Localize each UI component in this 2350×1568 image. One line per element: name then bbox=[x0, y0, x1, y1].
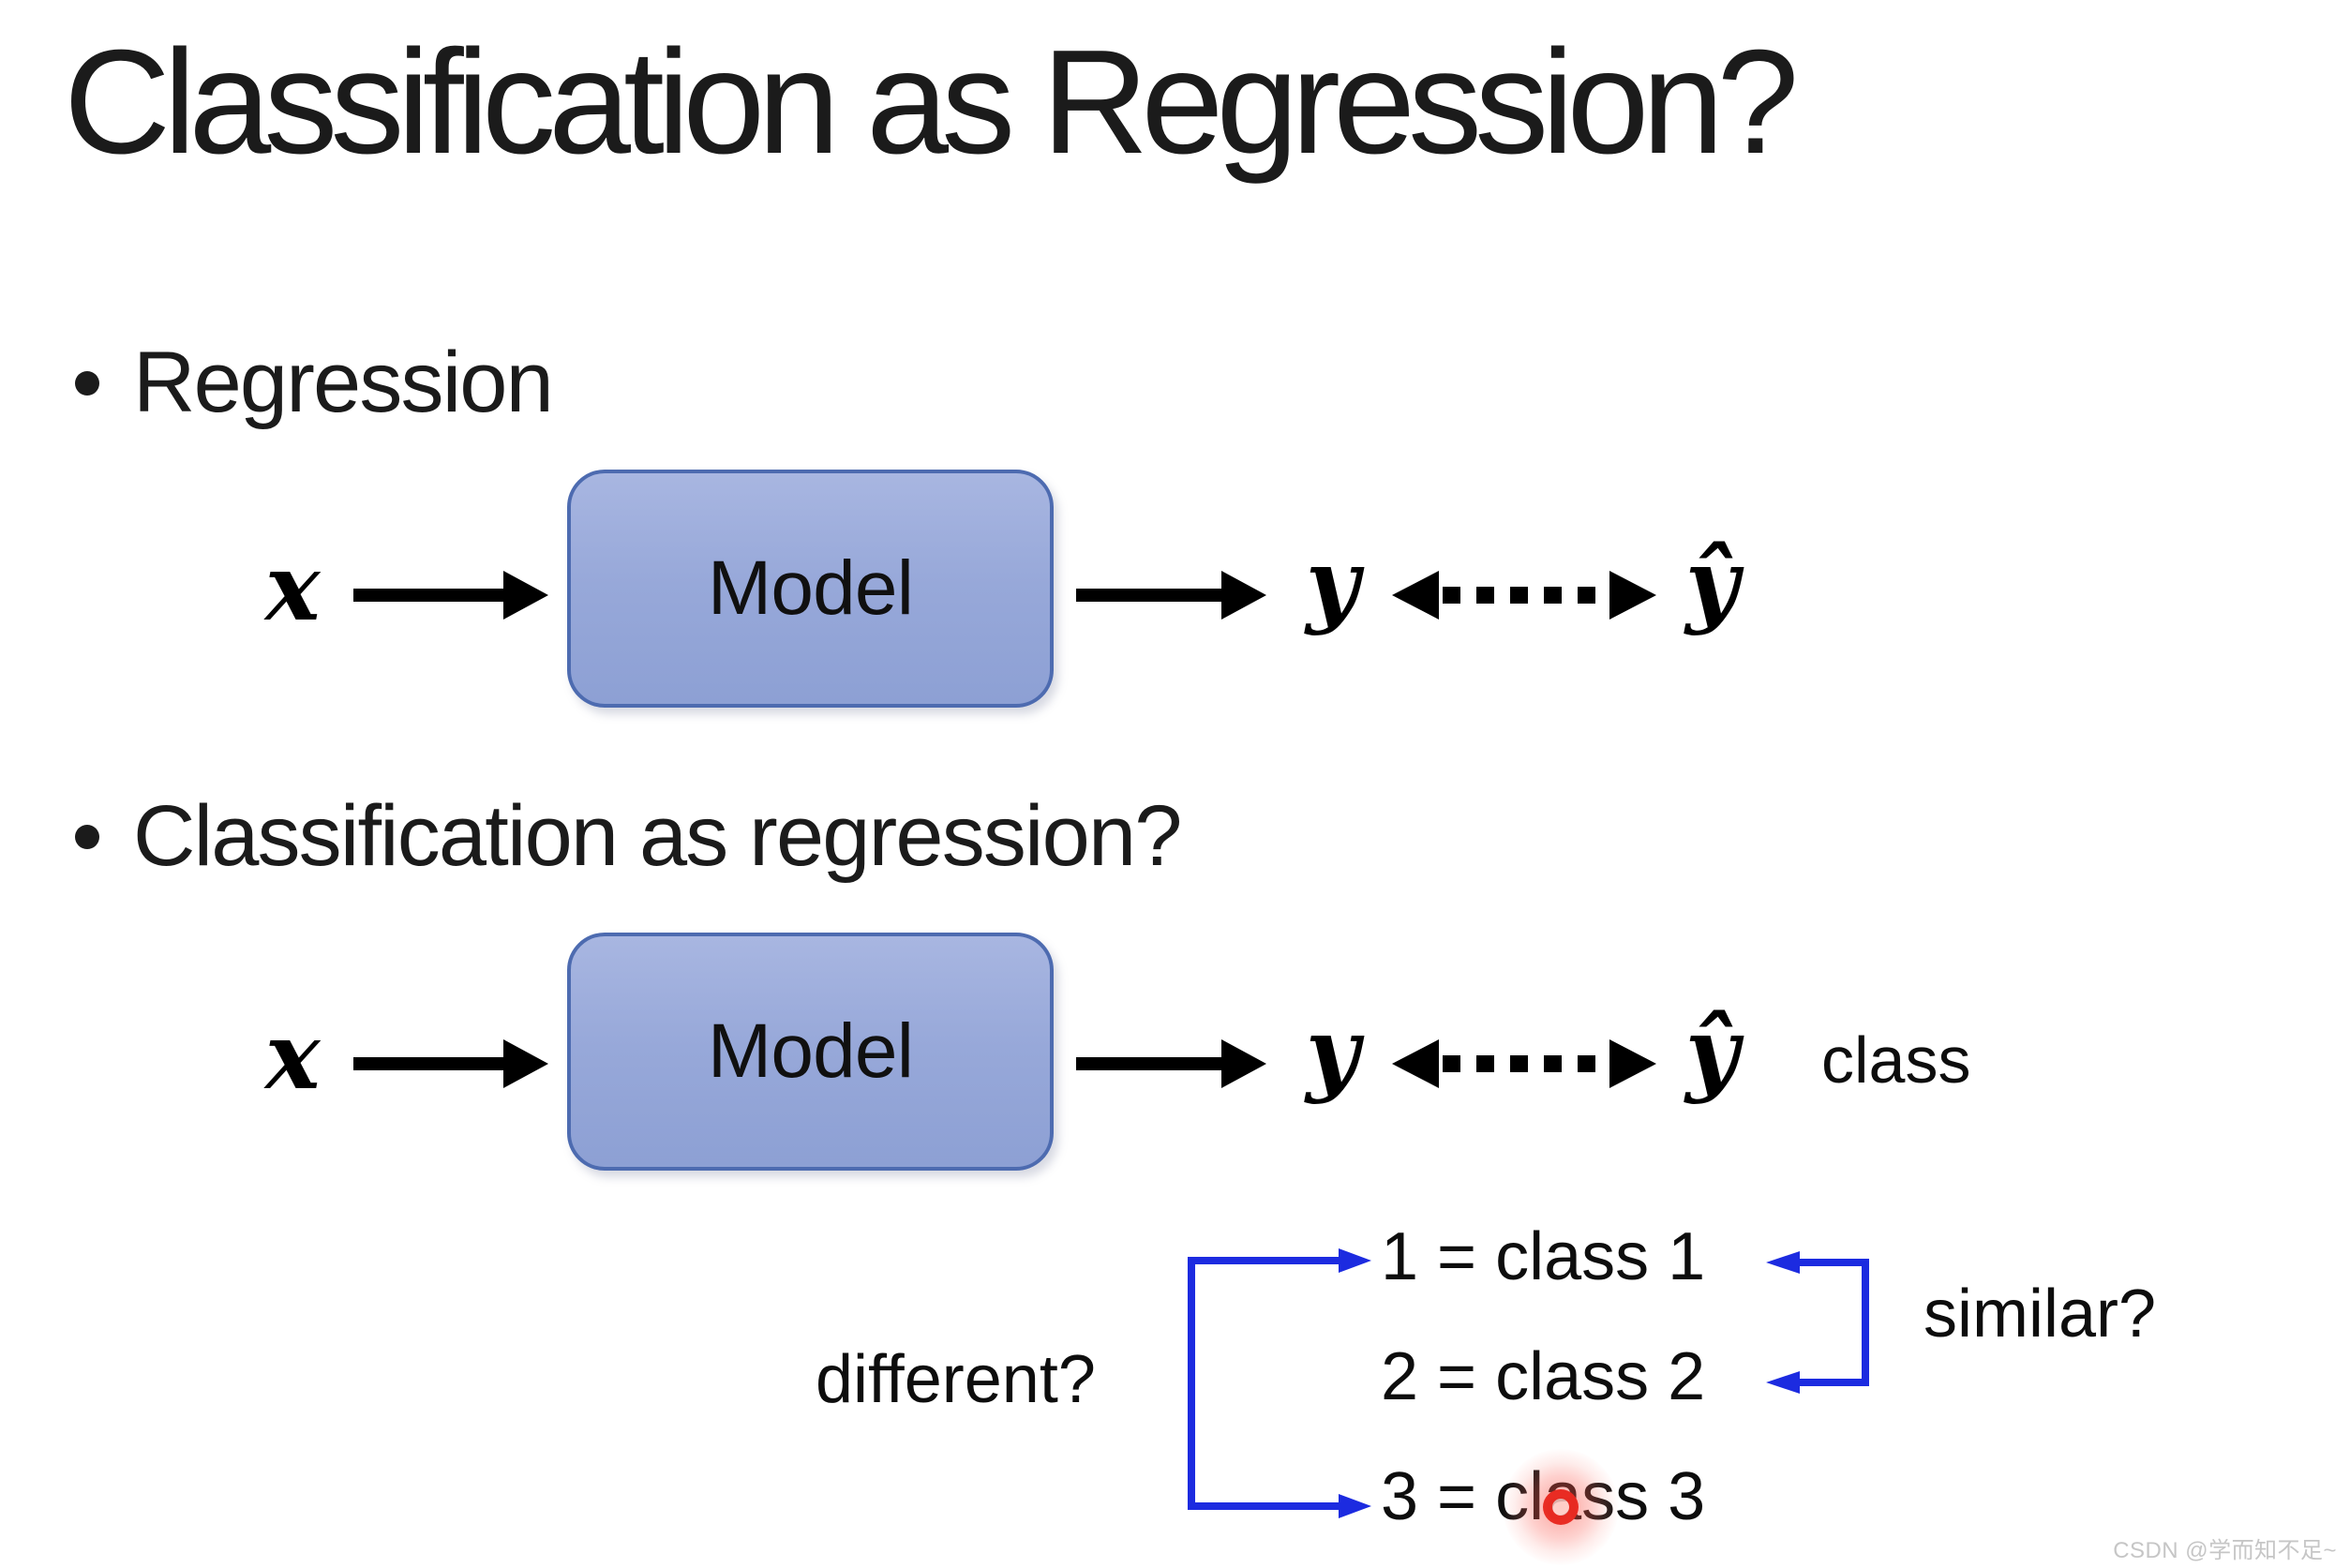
arrow-head-top bbox=[1339, 1248, 1371, 1273]
bullet-regression: Regression bbox=[133, 335, 554, 430]
y-hat-symbol: ŷ bbox=[1685, 998, 1739, 1106]
arrow-head bbox=[1221, 571, 1266, 620]
bullet-dot bbox=[75, 825, 99, 849]
arrow-head-bottom bbox=[1339, 1494, 1371, 1518]
class-mapping-item: 1 = class 1 bbox=[1381, 1219, 1706, 1294]
model-box-label: Model bbox=[707, 1008, 914, 1094]
bracket-line bbox=[1798, 1259, 1869, 1386]
similar-question-label: similar? bbox=[1923, 1277, 2157, 1351]
dashed-double-arrow-icon bbox=[1392, 1039, 1656, 1088]
input-x-symbol: x bbox=[265, 1003, 321, 1111]
bullet-classification: Classification as regression? bbox=[133, 788, 1182, 884]
arrow-head-left bbox=[1392, 571, 1439, 620]
arrow-right-icon bbox=[1076, 1039, 1266, 1088]
bullet-dot bbox=[75, 371, 99, 396]
arrow-head-left bbox=[1392, 1039, 1439, 1088]
laser-pointer-dot bbox=[1543, 1489, 1579, 1525]
arrow-head-top bbox=[1766, 1251, 1800, 1274]
model-box: Model bbox=[567, 470, 1054, 708]
arrow-head-right bbox=[1609, 1039, 1656, 1088]
arrow-head bbox=[1221, 1039, 1266, 1088]
class-mapping-item: 2 = class 2 bbox=[1381, 1339, 1706, 1414]
arrow-right-icon bbox=[353, 571, 548, 620]
arrow-head bbox=[503, 571, 548, 620]
bracket-similar-icon bbox=[1766, 1251, 1869, 1394]
dashed-double-arrow-icon bbox=[1392, 571, 1656, 620]
input-x-symbol: x bbox=[265, 534, 321, 642]
different-question-label: different? bbox=[816, 1342, 1096, 1417]
class-note-label: class bbox=[1821, 1023, 1971, 1097]
model-box: Model bbox=[567, 933, 1054, 1171]
slide-title: Classification as Regression? bbox=[64, 20, 1799, 185]
arrow-head-bottom bbox=[1766, 1371, 1800, 1394]
bracket-different-icon bbox=[1188, 1248, 1371, 1518]
watermark: CSDN @学而知不足~ bbox=[2113, 1538, 2337, 1563]
arrow-head-right bbox=[1609, 571, 1656, 620]
bracket-line bbox=[1188, 1257, 1340, 1510]
output-y-symbol: y bbox=[1306, 530, 1359, 637]
y-hat-symbol: ŷ bbox=[1685, 530, 1739, 637]
arrow-right-icon bbox=[1076, 571, 1266, 620]
output-y-symbol: y bbox=[1306, 998, 1359, 1106]
arrow-right-icon bbox=[353, 1039, 548, 1088]
model-box-label: Model bbox=[707, 545, 914, 631]
arrow-head bbox=[503, 1039, 548, 1088]
